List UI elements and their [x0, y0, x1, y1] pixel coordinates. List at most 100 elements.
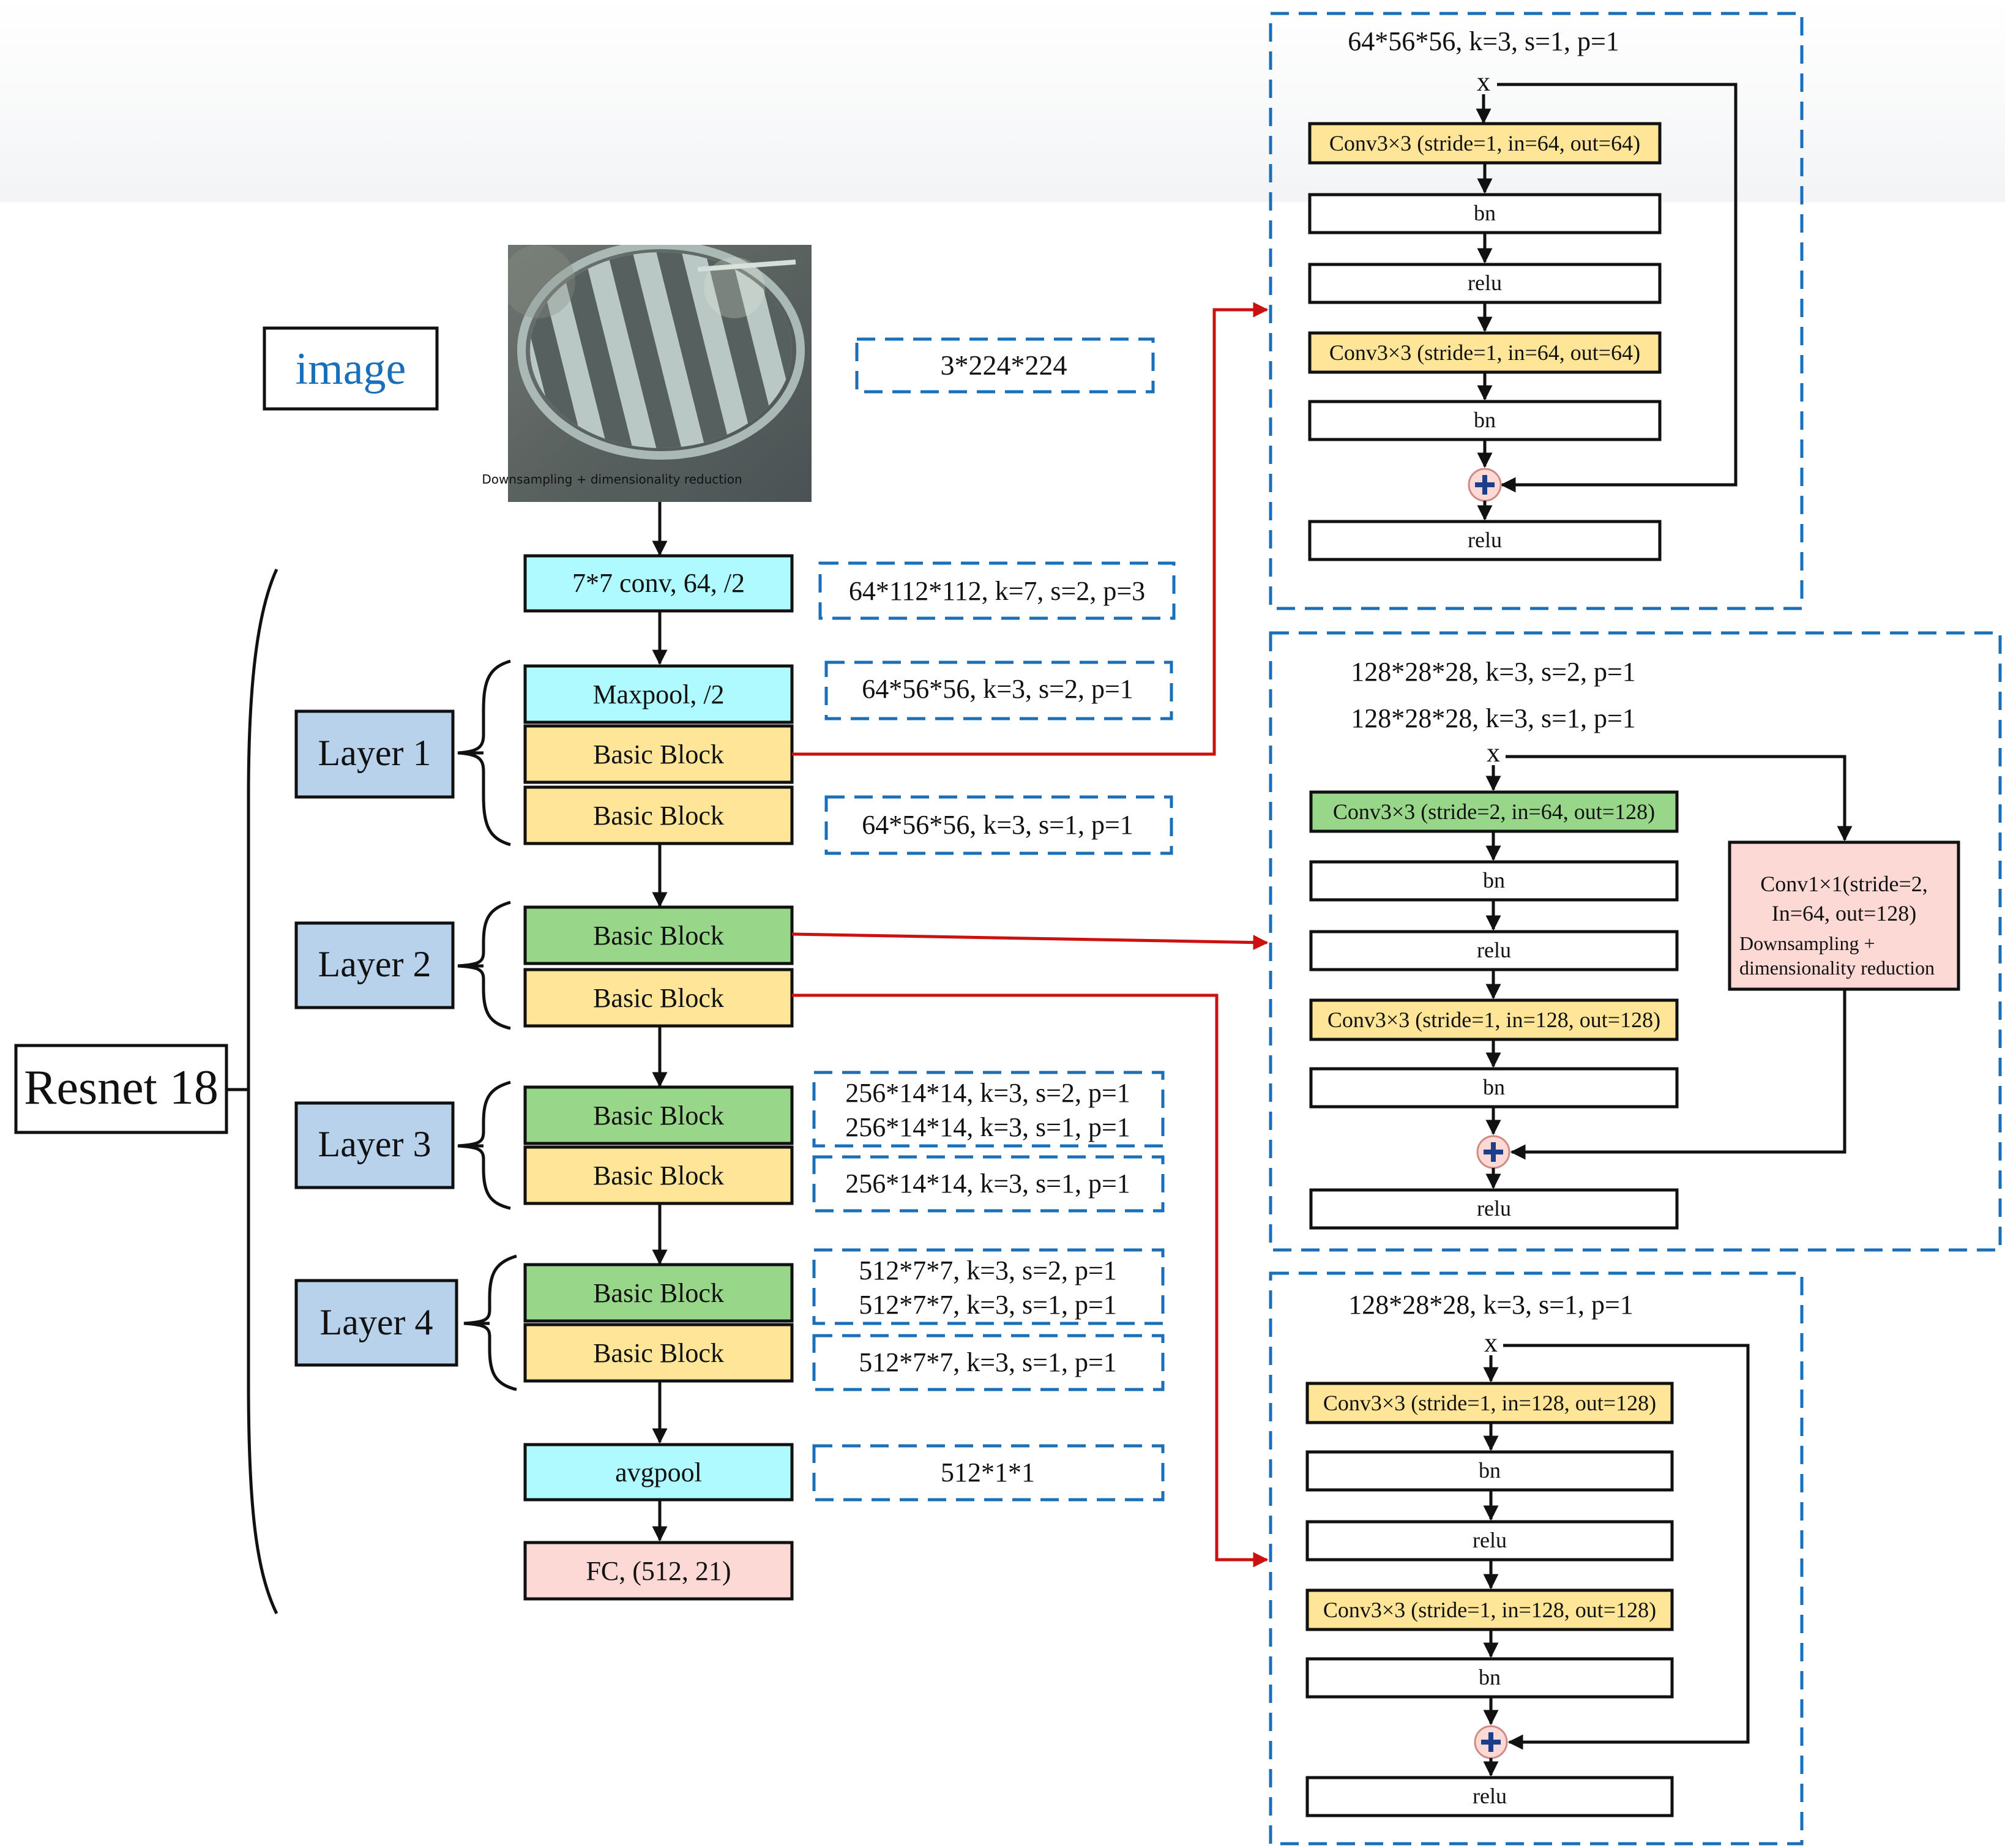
bottom-panel-skip-line: [1503, 1344, 1750, 1750]
dim-avgpool: 512*1*1: [941, 1457, 1035, 1487]
dim-conv-box: [818, 561, 1176, 620]
dim-layer3-block1-b: 256*14*14, k=3, s=1, p=1: [845, 1112, 1130, 1142]
mid-conv-b-label: Conv3×3 (stride=1, in=128, out=128): [1327, 1008, 1660, 1032]
layer4-label: Layer 4: [320, 1302, 433, 1342]
mid-shortcut-label-4: dimensionality reduction: [1739, 957, 1935, 979]
top-panel: [1269, 12, 1804, 610]
maxpool-box: [523, 664, 794, 724]
dim-conv: 64*112*112, k=7, s=2, p=3: [849, 576, 1145, 606]
layer2-box: [294, 921, 455, 1009]
dim-layer3-block2: 256*14*14, k=3, s=1, p=1: [845, 1169, 1130, 1199]
mid-shortcut-label-1: Conv1×1(stride=2,: [1760, 872, 1928, 896]
layer1-block1-label: Basic Block: [593, 739, 724, 769]
bot-relu-b-label: relu: [1473, 1784, 1507, 1808]
red-arrow-bottom-panel: [792, 993, 1269, 1568]
layer3-block2-label: Basic Block: [593, 1161, 724, 1191]
layer1-label: Layer 1: [318, 733, 431, 773]
middle-panel-x: x: [1487, 738, 1500, 768]
layer2-block1-label: Basic Block: [593, 921, 724, 951]
background-haze: [0, 0, 2005, 202]
maxpool-label: Maxpool, /2: [592, 679, 724, 709]
top-conv-a-label: Conv3×3 (stride=1, in=64, out=64): [1329, 131, 1640, 155]
outer-brace: [247, 568, 278, 1615]
layer3-block1: [523, 1085, 794, 1145]
dim-layer4-block1-b: 512*7*7, k=3, s=1, p=1: [859, 1290, 1117, 1320]
mid-relu-b-label: relu: [1477, 1196, 1511, 1221]
dim-layer4-block1-a: 512*7*7, k=3, s=2, p=1: [859, 1255, 1117, 1285]
bot-bn-a-label: bn: [1479, 1458, 1501, 1483]
bot-bn-b-label: bn: [1479, 1665, 1501, 1689]
top-conv-b-label: Conv3×3 (stride=1, in=64, out=64): [1329, 340, 1640, 365]
top-bn-a: [1308, 193, 1662, 234]
middle-shortcut-return: [1510, 989, 1846, 1160]
bot-relu-b: [1305, 1776, 1674, 1817]
layer4-block2: [523, 1323, 794, 1383]
input-photo: [508, 245, 812, 502]
bottom-panel-x: x: [1484, 1328, 1498, 1358]
bot-conv-a: [1305, 1382, 1674, 1424]
resnet18-title: Resnet 18: [24, 1061, 218, 1115]
layer4-block1: [523, 1263, 794, 1323]
mid-shortcut-label-3: Downsampling +: [1739, 932, 1875, 954]
resnet18-title-box: [14, 1044, 228, 1134]
top-bn-a-label: bn: [1474, 201, 1496, 225]
bot-conv-a-label: Conv3×3 (stride=1, in=128, out=128): [1323, 1391, 1656, 1415]
mid-shortcut-box: [1728, 840, 1960, 991]
dim-layer1-block2: 64*56*56, k=3, s=1, p=1: [862, 810, 1133, 840]
layer4-block1-label: Basic Block: [593, 1278, 724, 1308]
dim-maxpool-box: [824, 660, 1173, 720]
mid-conv-a: [1309, 790, 1679, 833]
bottom-panel-title: 128*28*28, k=3, s=1, p=1: [1348, 1290, 1633, 1320]
top-relu-b: [1308, 520, 1662, 561]
mid-conv-a-label: Conv3×3 (stride=2, in=64, out=128): [1333, 799, 1655, 824]
top-panel-title: 64*56*56, k=3, s=1, p=1: [1348, 26, 1619, 56]
bottom-panel: [1269, 1271, 1804, 1846]
top-bn-b-label: bn: [1474, 408, 1496, 432]
dim-layer4-block1-box: [812, 1248, 1165, 1325]
dim-layer4-block2: 512*7*7, k=3, s=1, p=1: [859, 1347, 1117, 1377]
dim-layer3-block1-a: 256*14*14, k=3, s=2, p=1: [845, 1078, 1130, 1108]
layer4-box: [294, 1279, 458, 1367]
layer3-box: [294, 1101, 455, 1189]
fc-box: [523, 1541, 794, 1601]
layer1-block2-label: Basic Block: [593, 801, 724, 831]
avgpool-box: [523, 1443, 794, 1502]
mid-bn-a: [1309, 860, 1679, 902]
middle-add-icon: [1476, 1135, 1510, 1169]
photo-caption: Downsampling + dimensionality reduction: [482, 472, 742, 487]
dim-layer3-block2-box: [812, 1155, 1165, 1213]
layer4-block2-label: Basic Block: [593, 1338, 724, 1368]
layer3-label: Layer 3: [318, 1124, 431, 1164]
middle-shortcut-line: [1506, 755, 1853, 842]
bot-conv-b: [1305, 1588, 1674, 1631]
mid-relu-a-label: relu: [1477, 938, 1511, 962]
dim-input-box: [855, 337, 1155, 394]
top-panel-skip-line: [1497, 83, 1738, 493]
top-add-icon: [1468, 468, 1502, 502]
dim-layer1-block2-box: [824, 795, 1173, 855]
image-label: image: [296, 344, 406, 394]
red-arrow-middle-panel: [791, 932, 1269, 951]
layer1-block2: [523, 785, 794, 845]
bot-bn-a: [1305, 1450, 1674, 1492]
top-relu-a: [1308, 263, 1662, 304]
dim-layer4-block2-box: [812, 1334, 1165, 1391]
mid-bn-a-label: bn: [1483, 868, 1505, 892]
layer2-label: Layer 2: [318, 944, 431, 984]
bottom-add-icon: [1474, 1725, 1508, 1759]
mid-bn-b-label: bn: [1483, 1075, 1505, 1099]
middle-panel-title-1: 128*28*28, k=3, s=2, p=1: [1351, 657, 1636, 687]
top-relu-a-label: relu: [1468, 271, 1502, 295]
mid-relu-a: [1309, 930, 1679, 971]
layer2-block2: [523, 968, 794, 1028]
mid-shortcut-label-2: In=64, out=128): [1772, 901, 1917, 926]
bot-relu-a-label: relu: [1473, 1528, 1507, 1552]
dim-layer3-block1-box: [812, 1071, 1165, 1148]
bot-relu-a: [1305, 1520, 1674, 1562]
layer2-block2-label: Basic Block: [593, 983, 724, 1013]
middle-panel-title-2: 128*28*28, k=3, s=1, p=1: [1351, 703, 1636, 733]
dim-avgpool-box: [812, 1444, 1165, 1502]
top-panel-x: x: [1477, 67, 1490, 97]
mid-bn-b: [1309, 1067, 1679, 1109]
